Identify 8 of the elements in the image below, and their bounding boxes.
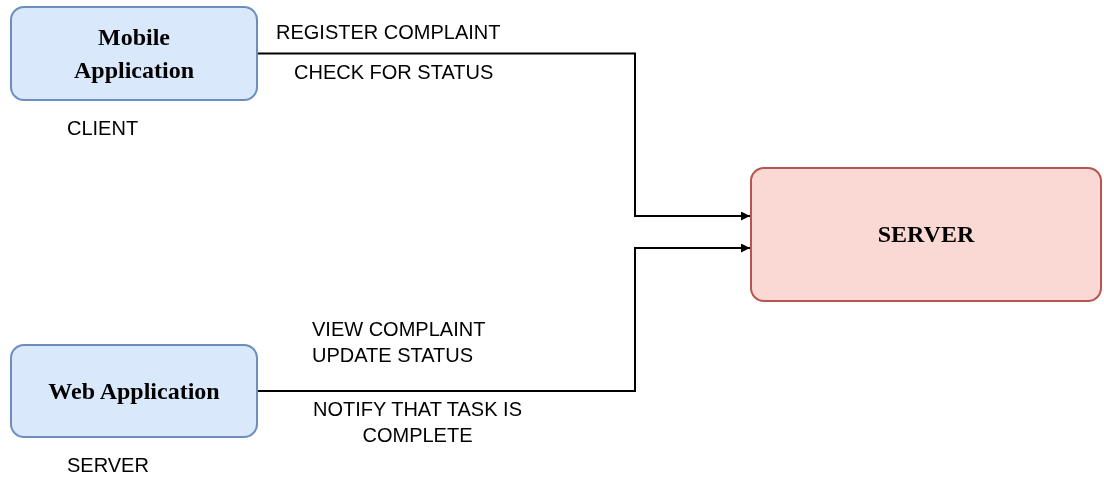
connector-arrow [257, 243, 751, 392]
process-box [750, 167, 1102, 302]
process-box [10, 6, 258, 101]
node-label: SERVER [877, 220, 975, 250]
node-label: Web Application [48, 376, 220, 406]
process-box [10, 344, 258, 438]
connector-arrow [257, 52, 751, 221]
node-label: Mobile Application [73, 23, 195, 85]
